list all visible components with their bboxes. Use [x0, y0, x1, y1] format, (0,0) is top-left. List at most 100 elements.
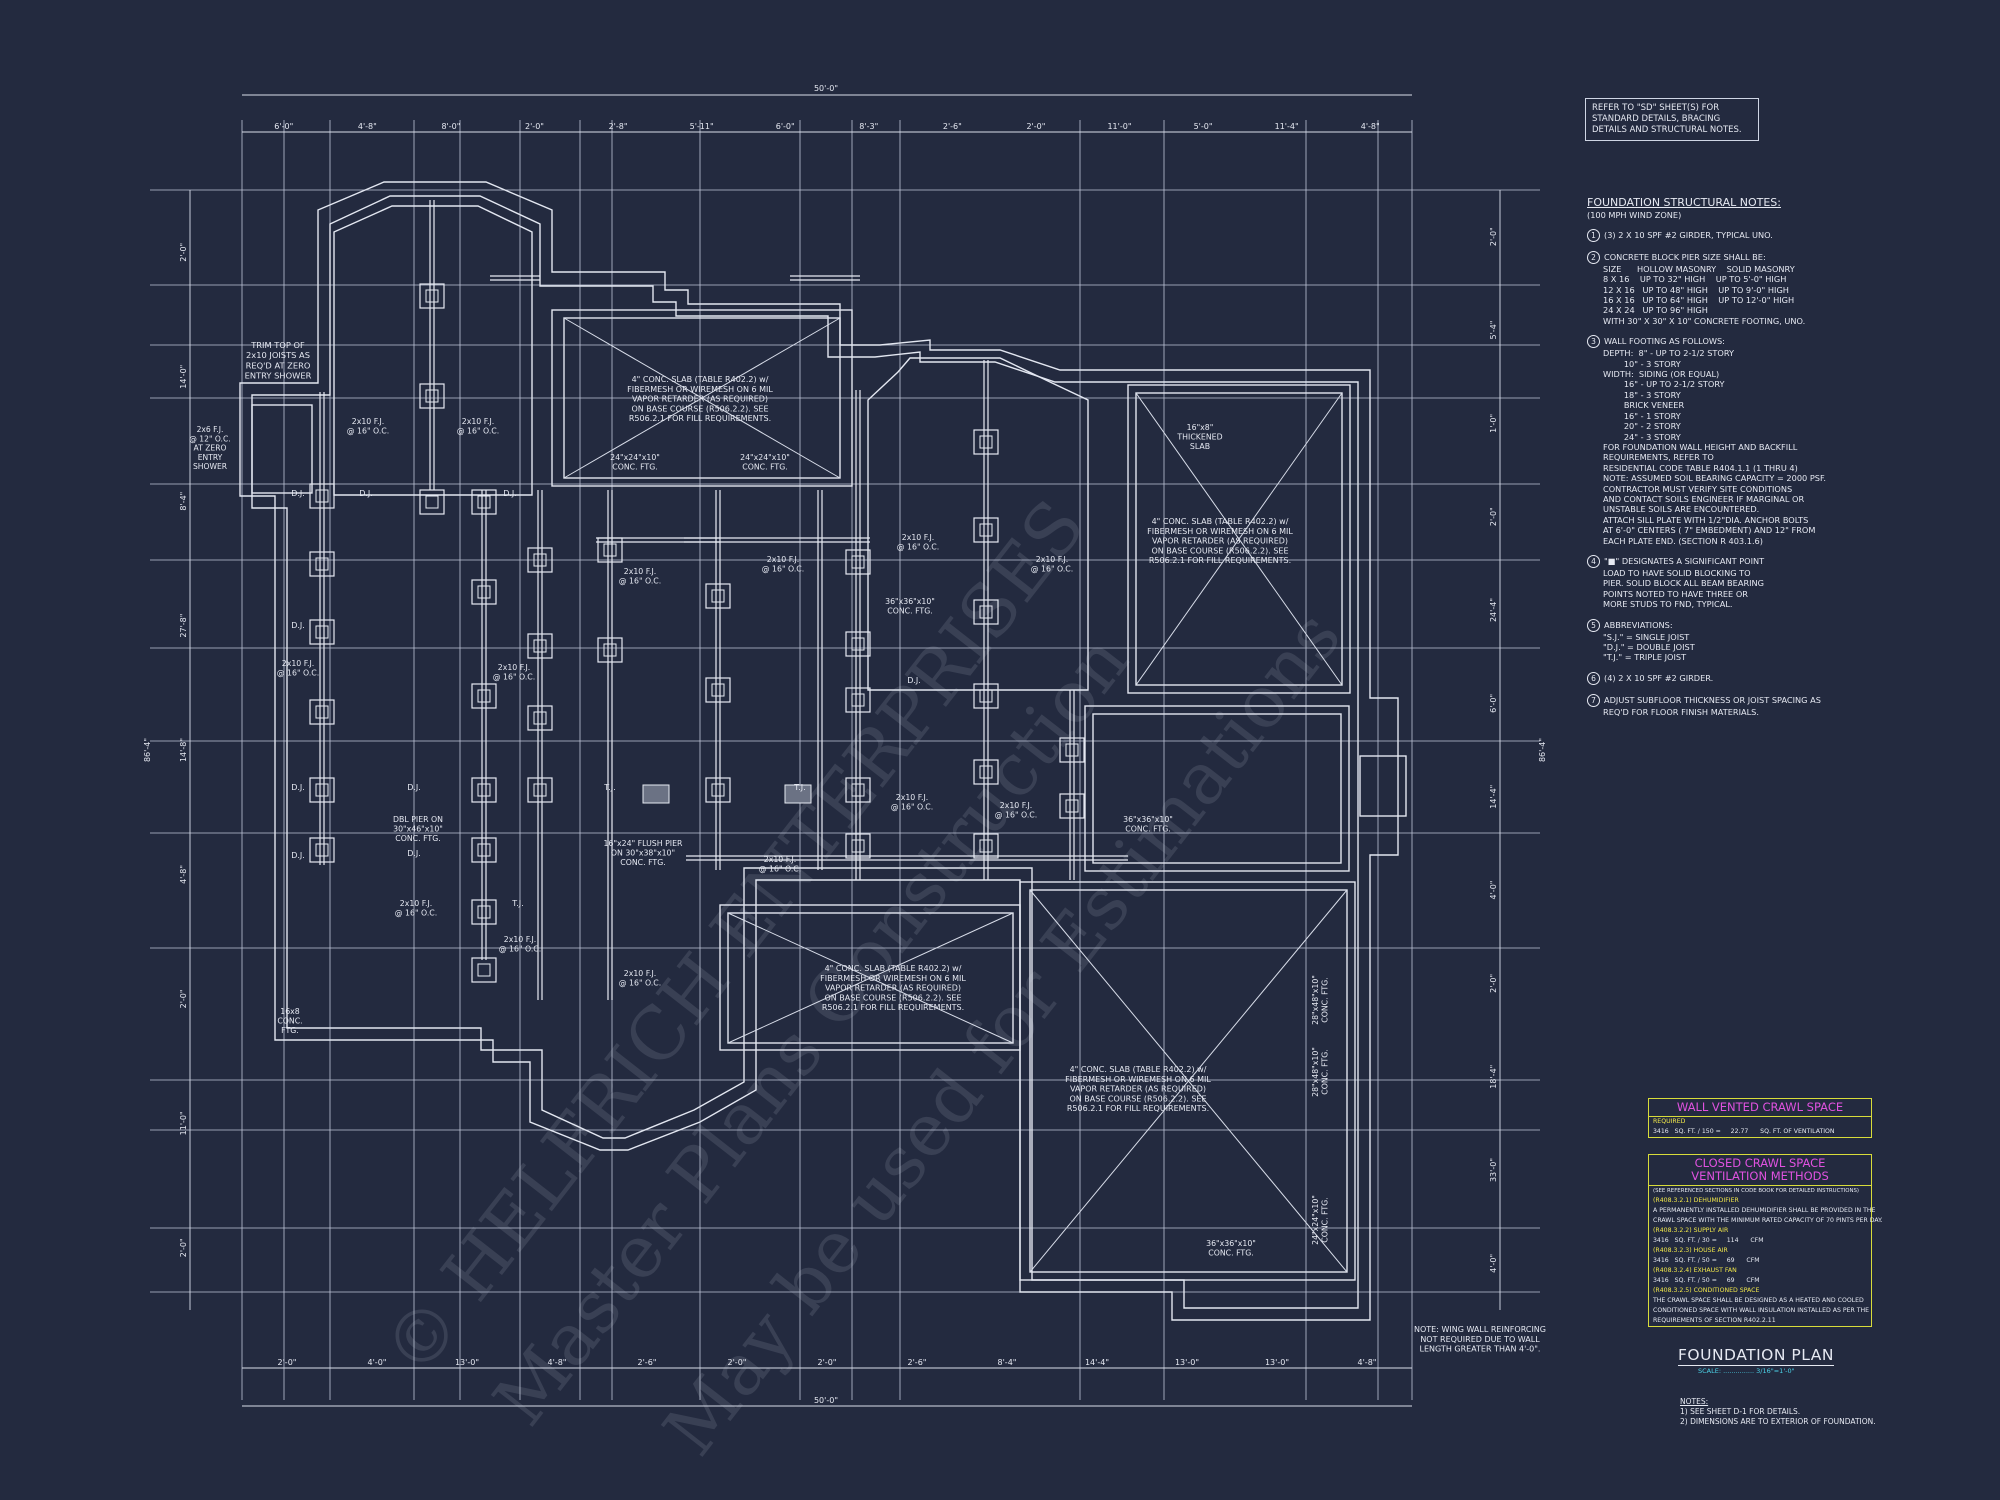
note-line: WITH 30" x 30" x 10" CONCRETE FOOTING, U… [1603, 315, 1806, 326]
slab-diagonal [727, 912, 1014, 1044]
pier [973, 759, 999, 785]
left-bay-wall [333, 205, 533, 496]
dimension-label: 4'-0" [368, 1358, 387, 1367]
dimension-label: 8'-4" [998, 1358, 1017, 1367]
dimension-label: 2'-6" [943, 122, 962, 131]
double-joist-label: D.J. [291, 783, 305, 792]
floor-joist-label: 2x10 F.J.@ 16" O.C. [347, 417, 389, 436]
pier-block [315, 489, 329, 503]
double-joist-label: D.J. [291, 621, 305, 630]
dimension-label: 2'-0" [1026, 122, 1045, 131]
notes-heading: FOUNDATION STRUCTURAL NOTES: [1587, 196, 1781, 209]
slab-diagonal [1029, 889, 1348, 1273]
label-slab-bottom-center: 4" CONC. SLAB (TABLE R402.2) w/FIBERMESH… [820, 964, 966, 1012]
note-line: 16 x 16 UP TO 64" HIGH UP TO 12'-0" HIGH [1603, 295, 1795, 306]
crawl-section-head: (R408.3.2.1) DEHUMIDIFIER [1653, 1197, 1739, 1204]
dimension-label: 8'-4" [179, 492, 188, 511]
pier-block [315, 557, 329, 571]
wall-vented-crawl-box: WALL VENTED CRAWL SPACE REQUIRED 3416 SQ… [1648, 1098, 1872, 1138]
floor-joist-label: 2x10 F.J.@ 16" O.C. [493, 663, 535, 682]
dimension-label: 6'-0" [1489, 694, 1498, 713]
crawl-section-body: 3416 SQ. FT. / 50 = 69 CFM [1653, 1277, 1760, 1284]
pier-block [979, 689, 993, 703]
note-line: FOR FOUNDATION WALL HEIGHT AND BACKFILL [1603, 441, 1798, 452]
note-line: 18" - 3 STORY [1603, 389, 1681, 400]
slab-area-top [551, 309, 853, 487]
dimension-label: 4'-8" [1358, 1358, 1377, 1367]
note-line: AND CONTACT SOILS ENGINEER IF MARGINAL O… [1603, 493, 1805, 504]
note-number: 2 [1587, 250, 1600, 264]
watermark-line-1: © HELFRICH ENTERPRISES [367, 484, 1101, 1390]
notes-subheading: (100 MPH WIND ZONE) [1587, 210, 1682, 221]
dimension-label: 2'-8" [609, 122, 628, 131]
dimension-label: 2'-0" [818, 1358, 837, 1367]
stoop-pad [1359, 755, 1407, 817]
dimension-label: 2'-0" [179, 243, 188, 262]
dimension-label: 4'-8" [358, 122, 377, 131]
slab-area-right-top-inner [1135, 392, 1343, 686]
pier [973, 683, 999, 709]
slab-area-bottom-right-inner [1029, 889, 1348, 1273]
floor-joist-label: 2x10 F.J.@ 16" O.C. [499, 935, 541, 954]
double-joist-label: D.J. [503, 489, 517, 498]
structural-notes: FOUNDATION STRUCTURAL NOTES: (100 MPH WI… [1587, 196, 1857, 726]
dimension-label: 14'-4" [1489, 785, 1498, 809]
dimension-label: 5'-0" [1194, 122, 1213, 131]
dimension-label: 4'-0" [1489, 881, 1498, 900]
dimension-label: 13'-0" [1265, 1358, 1289, 1367]
note-line: 10" - 3 STORY [1603, 358, 1681, 369]
pier [845, 777, 871, 803]
floor-joist-label: 2x10 F.J.@ 16" O.C. [457, 417, 499, 436]
slab-area-right-top [1127, 384, 1351, 694]
floor-joist-label: 2x10 F.J.@ 16" O.C. [759, 855, 801, 874]
floor-joist-label: 2x10 F.J.@ 16" O.C. [1031, 555, 1073, 574]
note-line: 24" - 3 STORY [1603, 431, 1681, 442]
note-line: 12 x 16 UP TO 48" HIGH UP TO 9'-0" HIGH [1603, 284, 1789, 295]
note-number: 1 [1587, 228, 1600, 242]
note-line: 16" - UP TO 2-1/2 STORY [1603, 379, 1725, 390]
pier-block [979, 839, 993, 853]
pier-block [979, 605, 993, 619]
dimension-label: 27'-8" [179, 614, 188, 638]
pier [973, 429, 999, 455]
footer-note-1: 1) SEE SHEET D-1 FOR DETAILS. [1680, 1407, 1801, 1416]
dimension-label: 5'-4" [1489, 321, 1498, 340]
pier [527, 777, 553, 803]
crawl-section-body: CRAWL SPACE WITH THE MINIMUM RATED CAPAC… [1653, 1217, 1883, 1224]
label-ftg36-a: 36"x36"x10"CONC. FTG. [885, 597, 935, 616]
pier [1059, 793, 1085, 819]
double-joist-label: D.J. [359, 489, 373, 498]
wall-vented-required: REQUIRED [1653, 1118, 1686, 1125]
foundation-outline-inner [251, 195, 1359, 1309]
double-joist-label: D.J. [291, 851, 305, 860]
pier [705, 677, 731, 703]
label-ftg28-vert-b: 28"x48"x10"CONC. FTG. [1311, 975, 1330, 1025]
note-line: "T.J." = TRIPLE JOIST [1603, 652, 1687, 663]
pier-block [851, 783, 865, 797]
slab-area-bottom-right [1019, 881, 1356, 1281]
dimension-label: 1'-0" [1489, 414, 1498, 433]
slab-area-right-mid-inner [1092, 713, 1342, 864]
slab-area-bottom-center-inner [727, 912, 1014, 1044]
pier [845, 833, 871, 859]
footer-notes: NOTES: 1) SEE SHEET D-1 FOR DETAILS. 2) … [1680, 1397, 1876, 1427]
plan-scale: SCALE: ............... 3/16"=1'-0" [1698, 1367, 1795, 1375]
pier-block [979, 435, 993, 449]
dimension-label: 4'-8" [548, 1358, 567, 1367]
dimension-label: 13'-0" [455, 1358, 479, 1367]
pier [705, 583, 731, 609]
shower-pad [251, 404, 313, 494]
note-line: AT 6'-0" CENTERS ( 7" EMBEDMENT) AND 12"… [1603, 525, 1816, 536]
pier-block [851, 839, 865, 853]
pier-block [315, 843, 329, 857]
dimension-label: 6'-0" [274, 122, 293, 131]
joist-labels: 2x10 F.J.@ 16" O.C. 2x10 F.J.@ 16" O.C. 2x… [277, 417, 1073, 988]
pier-block [315, 705, 329, 719]
pier-block [979, 523, 993, 537]
pier-block [425, 289, 439, 303]
note-line: REQUIREMENTS, REFER TO [1603, 452, 1714, 463]
note-number: 6 [1587, 671, 1600, 685]
